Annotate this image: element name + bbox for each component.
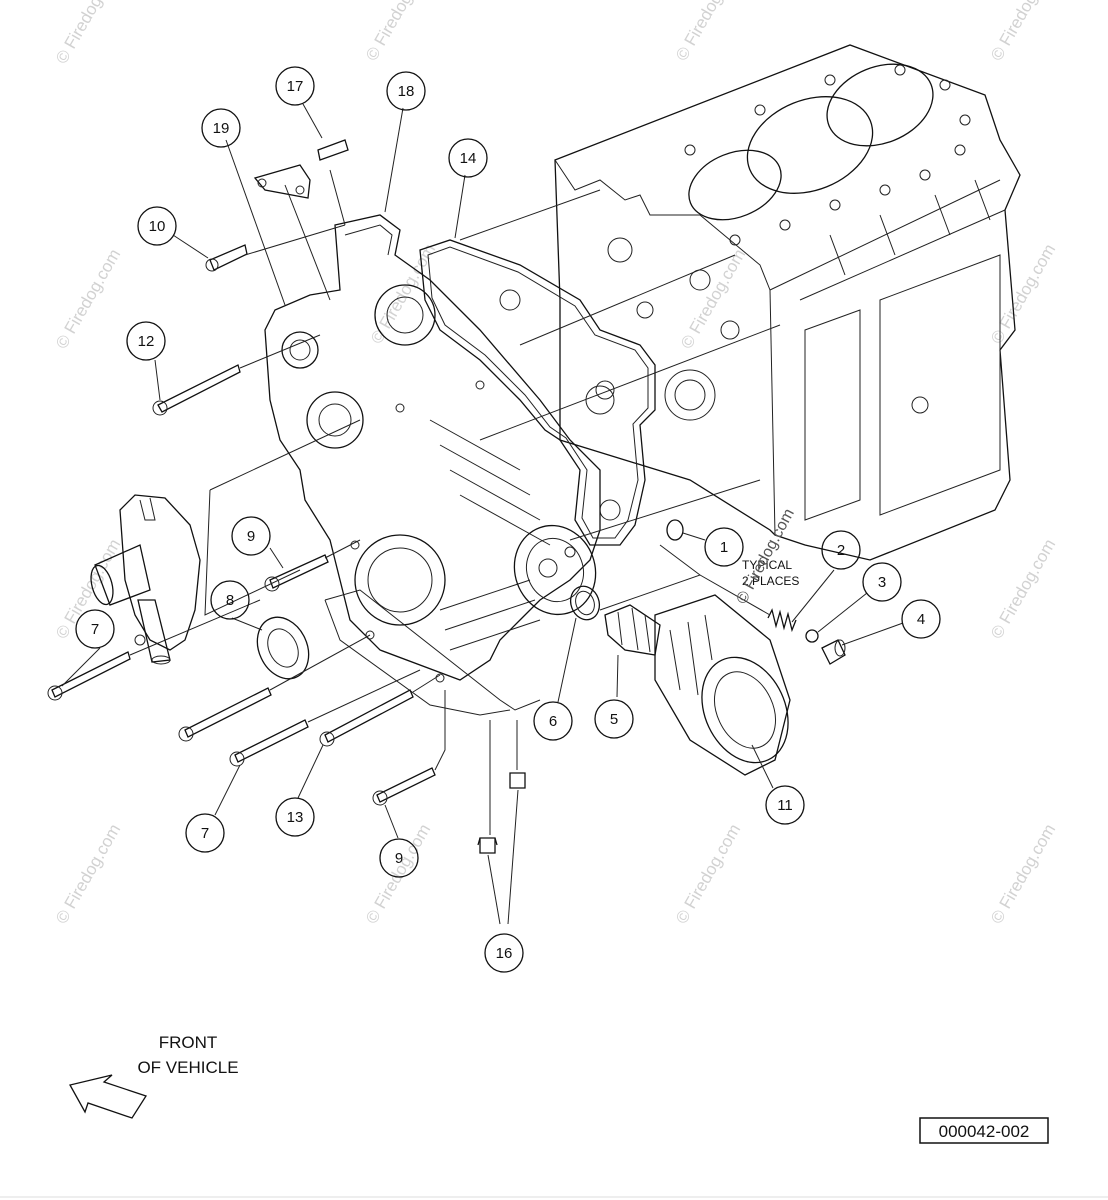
typical-note: TYPICAL 2 PLACES xyxy=(742,558,799,588)
callout-number: 7 xyxy=(91,621,99,638)
watermark: © Firedog.com xyxy=(52,0,124,67)
engine-block xyxy=(554,44,1021,561)
callout-number: 17 xyxy=(287,78,304,95)
watermark: © Firedog.com xyxy=(734,506,798,607)
callout-number: 7 xyxy=(201,825,209,842)
o-ring-small xyxy=(666,519,684,541)
note-line-2: 2 PLACES xyxy=(742,574,799,588)
callout-number: 12 xyxy=(138,333,155,350)
callout-18: 18 xyxy=(386,71,426,111)
water-pump xyxy=(90,494,201,665)
callout-2: 2 xyxy=(821,530,861,570)
callout-16: 16 xyxy=(484,933,524,973)
relief-plug xyxy=(821,639,846,665)
check-ball xyxy=(805,629,819,643)
note-line-1: TYPICAL xyxy=(742,558,792,572)
watermark: © Firedog.com xyxy=(52,246,124,352)
callout-number: 4 xyxy=(917,611,925,628)
drawing-number: 000042-002 xyxy=(939,1122,1030,1141)
callout-14: 14 xyxy=(448,138,488,178)
callout-number: 19 xyxy=(213,120,230,137)
callout-1: 1 xyxy=(704,527,744,567)
callout-11: 11 xyxy=(765,785,805,825)
callout-number: 14 xyxy=(460,150,477,167)
callout-7-lower: 7 xyxy=(185,813,225,853)
watermark: © Firedog.com xyxy=(672,0,744,64)
callout-4: 4 xyxy=(901,599,941,639)
callout-7-left: 7 xyxy=(75,609,115,649)
leader-lines xyxy=(61,103,904,925)
callout-5: 5 xyxy=(594,699,634,739)
callout-number: 1 xyxy=(720,539,728,556)
callout-number: 9 xyxy=(247,528,255,545)
callout-19: 19 xyxy=(201,108,241,148)
watermark: © Firedog.com xyxy=(987,241,1059,347)
arrow-front-of-vehicle-icon xyxy=(69,1074,147,1119)
watermark: © Firedog.com xyxy=(987,0,1059,64)
callout-10: 10 xyxy=(137,206,177,246)
callout-number: 16 xyxy=(496,945,513,962)
callout-9-upper: 9 xyxy=(231,516,271,556)
callout-number: 18 xyxy=(398,83,415,100)
front-label-line-1: FRONT xyxy=(159,1033,218,1052)
watermark-layer: © Firedog.com © Firedog.com © Firedog.co… xyxy=(52,0,1059,927)
callout-number: 10 xyxy=(149,218,166,235)
watermark: © Firedog.com xyxy=(987,536,1059,642)
callout-12: 12 xyxy=(126,321,166,361)
oil-filter-housing xyxy=(513,524,597,616)
callout-number: 13 xyxy=(287,809,304,826)
o-ring-seal xyxy=(569,585,601,621)
watermark: © Firedog.com xyxy=(672,821,744,927)
callout-9-lower: 9 xyxy=(379,838,419,878)
bolts xyxy=(47,139,526,854)
oil-filter xyxy=(654,594,791,776)
callout-number: 5 xyxy=(610,711,618,728)
callout-number: 2 xyxy=(837,542,845,559)
front-of-vehicle-indicator: FRONT OF VEHICLE xyxy=(69,1033,239,1119)
drawing-number-box: 000042-002 xyxy=(919,1117,1049,1144)
bracket xyxy=(253,164,311,199)
callout-3: 3 xyxy=(862,562,902,602)
callout-number: 3 xyxy=(878,574,886,591)
callout-number: 6 xyxy=(549,713,557,730)
callout-number: 9 xyxy=(395,850,403,867)
watermark: © Firedog.com xyxy=(52,821,124,927)
timing-cover-gasket xyxy=(419,239,656,546)
watermark: © Firedog.com xyxy=(987,821,1059,927)
crank-seal xyxy=(256,616,310,680)
gear-case xyxy=(264,214,601,716)
callout-8: 8 xyxy=(210,580,250,620)
alignment-lines xyxy=(129,169,781,835)
callout-6: 6 xyxy=(533,701,573,741)
watermark: © Firedog.com xyxy=(677,246,749,352)
callout-13: 13 xyxy=(275,797,315,837)
front-label-line-2: OF VEHICLE xyxy=(137,1058,238,1077)
callout-number: 11 xyxy=(777,797,793,814)
watermark: © Firedog.com xyxy=(362,0,434,64)
watermark: © Firedog.com xyxy=(362,821,434,927)
callout-number: 8 xyxy=(226,592,234,609)
filter-nipple xyxy=(604,604,661,656)
callout-17: 17 xyxy=(275,66,315,106)
relief-spring xyxy=(767,608,797,633)
